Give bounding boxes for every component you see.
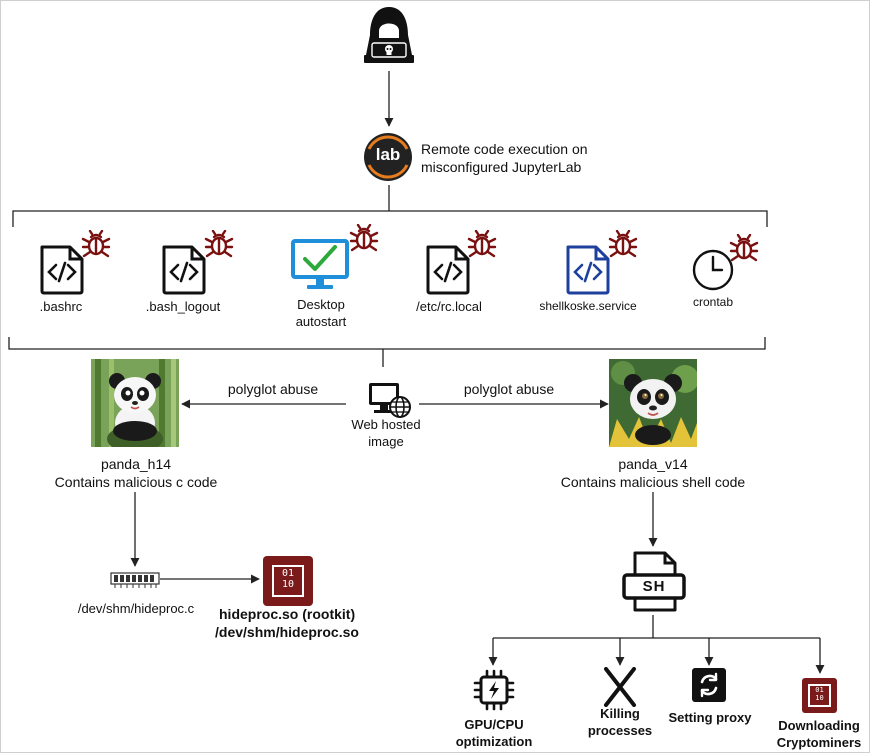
- hideproc-so-label-line2: /dev/shm/hideproc.so: [215, 624, 359, 640]
- bug-icon: [467, 230, 497, 258]
- shell-script-icon: SH: [621, 550, 687, 614]
- hacker-icon: [364, 7, 414, 63]
- action-label-kill-line1: Killing: [600, 706, 640, 721]
- panda-h14-label-line1: panda_h14: [100, 456, 172, 472]
- action-label-kill-line2: processes: [587, 723, 653, 738]
- persistence-label-desktop-line1: Desktop: [297, 297, 345, 312]
- action-label-gpu-line2: optimization: [455, 734, 533, 749]
- bug-icon: [81, 230, 111, 258]
- monitor-check-icon: [291, 239, 349, 289]
- code-file-icon: [566, 245, 610, 295]
- persistence-label-bash-logout: .bash_logout: [145, 299, 221, 314]
- action-label-miners-line2: Cryptominers: [776, 735, 862, 750]
- jupyterlab-logo-text: lab: [375, 145, 401, 164]
- bracket-bottom: [8, 337, 766, 350]
- rce-label-line2: misconfigured JupyterLab: [421, 159, 582, 175]
- action-label-miners-line1: Downloading: [778, 718, 860, 733]
- persistence-label-rc-local: /etc/rc.local: [416, 299, 482, 314]
- rce-label-line1: Remote code execution on: [421, 141, 588, 157]
- jupyterlab-logo: lab: [363, 132, 413, 182]
- refresh-icon: [692, 668, 726, 702]
- miners-binary-text: 01 10: [815, 686, 824, 702]
- code-file-icon: [162, 245, 206, 295]
- web-image-icon: [369, 383, 411, 418]
- binary-icon: 01 10: [802, 678, 837, 713]
- bug-icon: [729, 234, 759, 262]
- bracket-top: [12, 210, 768, 227]
- web-image-label-line1: Web hosted: [351, 417, 421, 432]
- panda-v14-image: [609, 359, 697, 447]
- hideproc-c-label: /dev/shm/hideproc.c: [77, 601, 195, 616]
- code-file-icon: [40, 245, 84, 295]
- edge-label-polyglot-right: polyglot abuse: [463, 381, 555, 397]
- persistence-label-desktop-line2: autostart: [295, 314, 347, 329]
- persistence-label-bashrc: .bashrc: [39, 299, 83, 314]
- clock-icon: [692, 249, 734, 291]
- action-label-gpu-line1: GPU/CPU: [464, 717, 524, 732]
- rootkit-binary-text: 01 10: [281, 568, 295, 590]
- web-image-label-line2: image: [368, 434, 404, 449]
- cross-icon: [604, 667, 636, 707]
- code-file-icon: [426, 245, 470, 295]
- persistence-label-service: shellkoske.service: [539, 299, 637, 313]
- panda-h14-label-line2: Contains malicious c code: [54, 474, 218, 490]
- persistence-label-crontab: crontab: [692, 295, 734, 309]
- panda-h14-image: [91, 359, 179, 447]
- binary-icon: 01 10: [263, 556, 313, 606]
- memory-module-icon: [110, 572, 160, 588]
- panda-v14-label-line1: panda_v14: [618, 456, 688, 472]
- shell-script-badge: SH: [642, 578, 666, 595]
- chip-icon: [473, 669, 515, 711]
- edge-label-polyglot-left: polyglot abuse: [227, 381, 319, 397]
- panda-v14-label-line2: Contains malicious shell code: [560, 474, 746, 490]
- bug-icon: [349, 224, 379, 252]
- bug-icon: [204, 230, 234, 258]
- action-label-proxy: Setting proxy: [668, 710, 752, 725]
- hideproc-so-label-line1: hideproc.so (rootkit): [219, 606, 356, 622]
- bug-icon: [608, 230, 638, 258]
